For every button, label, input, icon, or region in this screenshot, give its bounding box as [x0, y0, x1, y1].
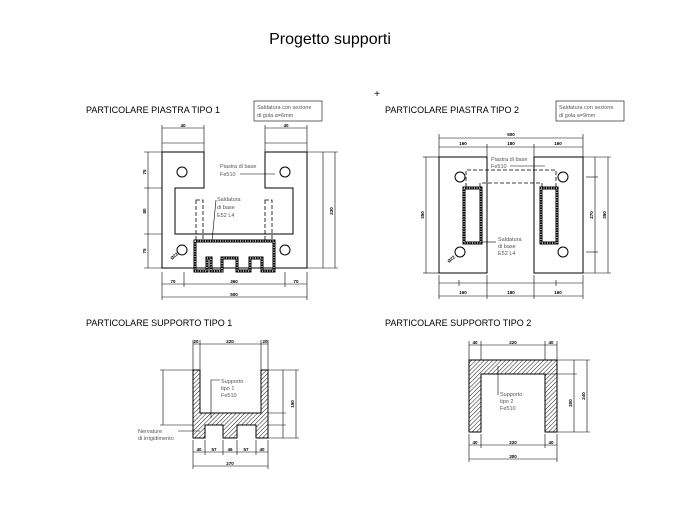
dimension-label: Ø22 [446, 254, 456, 264]
weld-profile [193, 239, 276, 273]
label: Fe510 [491, 164, 507, 170]
dimension-label: 80 [142, 208, 147, 214]
dimension-label: 270 [589, 211, 594, 219]
note-line: di gola a=6mm [257, 113, 294, 119]
dimension-label: 230 [329, 207, 334, 215]
section-title: PARTICOLARE PIASTRA TIPO 2 [385, 105, 519, 115]
dimension-label: 20 [262, 339, 268, 344]
dimension-label: 180 [507, 290, 515, 295]
hidden-outline [479, 182, 543, 187]
dimension-label: 40 [548, 340, 554, 345]
dimension-label: 40 [548, 440, 554, 445]
note-line: Saldatura con sezione [559, 105, 613, 111]
dimension-label: 160 [459, 290, 467, 295]
page-title: Progetto supporti [269, 31, 391, 48]
dimension-label: 350 [420, 211, 425, 219]
section-title: PARTICOLARE PIASTRA TIPO 1 [86, 105, 220, 115]
dimension-label: 160 [554, 141, 562, 146]
bolt-hole [176, 166, 188, 178]
dimension-label: 70 [293, 279, 299, 284]
note-box [253, 100, 323, 122]
dimension-label: 350 [602, 211, 607, 219]
dimension-label: 220 [509, 340, 517, 345]
dimension-label: 40 [283, 123, 289, 128]
bolt-hole [176, 244, 188, 256]
dimension-label: 220 [509, 440, 517, 445]
bolt-hole [557, 246, 569, 258]
note-line: di gola a=9mm [559, 113, 596, 119]
dimension-label: 40 [259, 447, 265, 452]
label: E52 L4 [498, 251, 515, 257]
dimension-label: 70 [170, 279, 176, 284]
dimension-label: 40 [180, 123, 186, 128]
label: Piastra di base [220, 164, 256, 170]
weld-profile [462, 186, 559, 245]
dimension-label: 75 [142, 248, 147, 254]
dimension-label: 57 [211, 447, 217, 452]
bolt-hole [279, 244, 291, 256]
dimension-label: 40 [472, 440, 478, 445]
detail-supporto-tipo-1: PARTICOLARE SUPPORTO TIPO 1 Supporto tip… [86, 318, 299, 469]
dimension-label: Ø22 [169, 251, 179, 261]
label: Fe510 [220, 172, 236, 178]
dimension-label: 75 [142, 169, 147, 175]
hidden-outline [465, 169, 557, 187]
label: Supporto [221, 379, 243, 385]
label: di base [498, 244, 516, 250]
label: tipo 2 [500, 399, 513, 405]
support-section [192, 369, 269, 439]
label: Supporto [500, 392, 522, 398]
bolt-hole [454, 171, 466, 183]
dimension-label: 40 [196, 447, 202, 452]
bolt-hole [557, 171, 569, 183]
label: Saldatura [217, 197, 241, 203]
dimension-label: 270 [226, 461, 234, 466]
note-box [555, 100, 625, 122]
dimension-label: 150 [290, 400, 295, 408]
dimension-label: 180 [507, 141, 515, 146]
bolt-hole [454, 246, 466, 258]
dimension-label: 240 [581, 392, 586, 400]
label: E52 L4 [217, 213, 234, 219]
base-plate-left [438, 156, 488, 274]
origin-marker: + [374, 89, 380, 100]
dimension-label: 500 [230, 292, 238, 297]
bolt-hole [279, 166, 291, 178]
label: di base [217, 205, 235, 211]
dimension-label: 500 [507, 132, 515, 137]
detail-piastra-tipo-1: PARTICOLARE PIASTRA TIPO 1 Saldatura con… [86, 100, 338, 300]
label: di irrigidimento [138, 436, 174, 442]
dimension-label: 20 [193, 339, 199, 344]
label: Fe510 [221, 393, 237, 399]
label: tipo 1 [221, 386, 234, 392]
label: Saldatura [498, 237, 522, 243]
label: Fe510 [500, 406, 516, 412]
dimension-label: 220 [226, 339, 234, 344]
label: Piastra di base [491, 157, 527, 163]
detail-supporto-tipo-2: PARTICOLARE SUPPORTO TIPO 2 Supporto tip… [385, 318, 590, 462]
dimension-label: 360 [230, 279, 238, 284]
dimension-label: 40 [472, 340, 478, 345]
label: Nervature [138, 429, 162, 435]
dimension-label: 160 [459, 141, 467, 146]
section-title: PARTICOLARE SUPPORTO TIPO 2 [385, 318, 531, 328]
detail-piastra-tipo-2: PARTICOLARE PIASTRA TIPO 2 Saldatura con… [385, 100, 625, 299]
base-plate-right [533, 156, 584, 274]
dimension-label: 57 [243, 447, 249, 452]
dimension-label: 300 [509, 454, 517, 459]
section-title: PARTICOLARE SUPPORTO TIPO 1 [86, 318, 232, 328]
note-line: Saldatura con sezione [257, 105, 311, 111]
dimension-label: 200 [568, 399, 573, 407]
dimension-label: 46 [227, 447, 233, 452]
dimension-label: 160 [554, 290, 562, 295]
